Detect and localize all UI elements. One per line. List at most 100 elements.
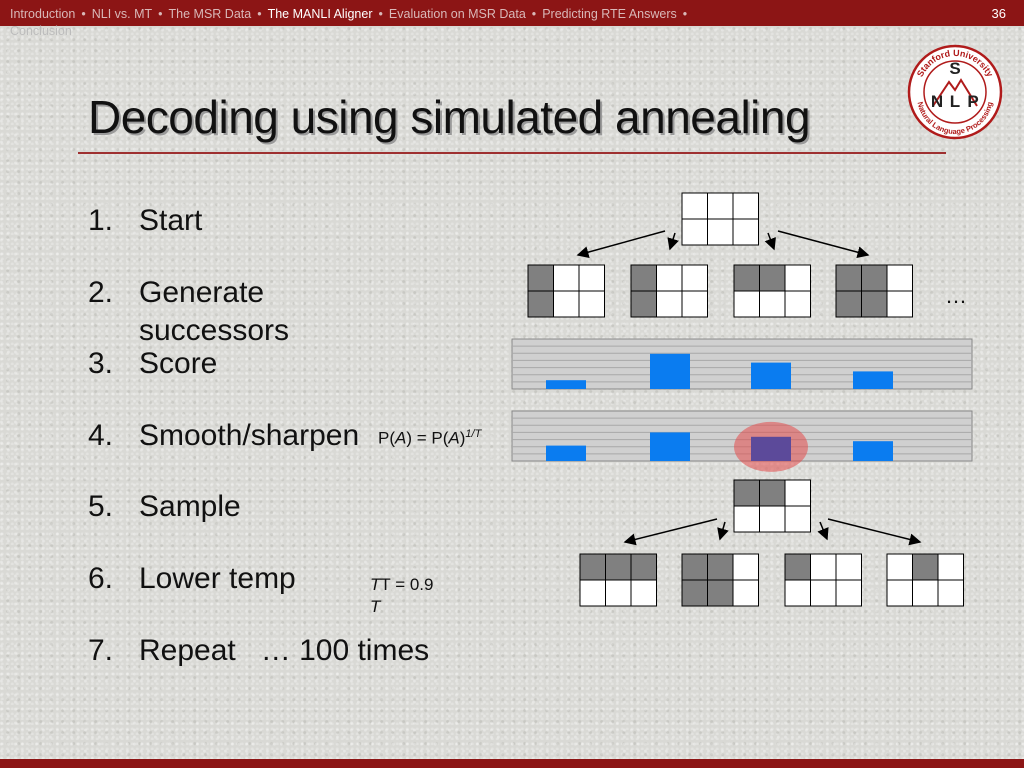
grid-cell — [527, 264, 554, 292]
arrow — [717, 521, 729, 541]
grid-cell — [630, 579, 657, 607]
grid-cell — [733, 479, 760, 507]
grid-cell — [912, 553, 939, 581]
alignment-grid — [630, 264, 708, 318]
grid-cell — [681, 264, 708, 292]
grid-cell — [784, 264, 811, 292]
grid-cell — [553, 264, 580, 292]
score-bar — [751, 362, 791, 389]
grid-cell — [835, 579, 862, 607]
grid-cell — [912, 579, 939, 607]
arrow — [667, 232, 679, 251]
grid-cell — [784, 553, 811, 581]
alignment-grid — [681, 192, 759, 246]
grid-cell — [656, 264, 683, 292]
score-bar — [853, 371, 893, 389]
nav-item-evaluation[interactable]: Evaluation on MSR Data — [388, 7, 526, 21]
grid-cell — [886, 290, 913, 318]
grid-cell — [578, 264, 605, 292]
stanford-nlp-logo: Stanford University Natural Language Pro… — [907, 44, 1003, 140]
grid-cell — [707, 218, 734, 246]
formula-suffix: ) — [459, 428, 466, 448]
grid-cell — [656, 290, 683, 318]
grid-cell — [937, 553, 964, 581]
alignment-grid — [733, 479, 811, 533]
page-number: 36 — [991, 6, 1006, 21]
more-successors-ellipsis: … — [945, 283, 967, 308]
nav-item-msr-data[interactable]: The MSR Data — [168, 7, 252, 21]
smoothed-score-panel — [511, 410, 973, 472]
temperature-update: TT = 0.9 T — [370, 575, 434, 616]
nav-item-manli-aligner[interactable]: The MANLI Aligner — [267, 7, 373, 21]
grid-cell — [605, 579, 632, 607]
grid-cell — [784, 505, 811, 533]
grid-cell — [759, 264, 786, 292]
grid-cell — [835, 553, 862, 581]
nav-separator: • — [81, 7, 86, 21]
temp-line1: T = 0.9 — [380, 575, 434, 594]
grid-cell — [784, 290, 811, 318]
grid-cell — [707, 192, 734, 220]
nav-item-predicting-rte[interactable]: Predicting RTE Answers — [542, 7, 677, 21]
step-number: 5. — [88, 490, 114, 523]
grid-cell — [630, 553, 657, 581]
logo-letter-l: L — [950, 92, 960, 111]
grid-cell — [681, 579, 708, 607]
grid-cell — [732, 553, 759, 581]
nav-item-nli-vs-mt[interactable]: NLI vs. MT — [91, 7, 153, 21]
nav-item-conclusion[interactable]: Conclusion — [10, 24, 72, 38]
grid-cell — [732, 218, 759, 246]
grid-cell — [579, 553, 606, 581]
arrow — [623, 518, 718, 546]
step-text: Lower temp — [139, 562, 296, 595]
score-bar — [546, 445, 586, 461]
grid-cell — [784, 479, 811, 507]
step-text: Score — [139, 347, 218, 380]
grid-cell — [681, 290, 708, 318]
grid-cell — [784, 579, 811, 607]
smoothing-formula: P(A) = P(A)1/T — [378, 428, 481, 449]
step-number: 3. — [88, 347, 114, 380]
alignment-grid — [733, 264, 811, 318]
score-bar — [751, 436, 791, 461]
nav-separator: • — [257, 7, 262, 21]
bottom-bar — [0, 759, 1024, 768]
step-text: Repeat … 100 times — [139, 634, 430, 667]
formula-var2: A — [448, 428, 460, 448]
score-bar — [853, 441, 893, 461]
arrow — [576, 230, 666, 258]
grid-cell — [681, 192, 708, 220]
grid-cell — [886, 579, 913, 607]
score-bar — [650, 432, 690, 461]
score-panel — [511, 338, 973, 390]
nav-item-introduction[interactable]: Introduction — [10, 7, 76, 21]
grid-cell — [527, 290, 554, 318]
score-bar — [650, 353, 690, 389]
grid-cell — [681, 553, 708, 581]
grid-cell — [681, 218, 708, 246]
grid-cell — [578, 290, 605, 318]
grid-cell — [835, 264, 862, 292]
grid-cell — [861, 290, 888, 318]
grid-cell — [861, 264, 888, 292]
grid-cell — [733, 505, 760, 533]
grid-cell — [835, 290, 862, 318]
formula-exponent: 1/T — [465, 428, 482, 440]
grid-cell — [886, 553, 913, 581]
grid-cell — [630, 290, 657, 318]
grid-cell — [579, 579, 606, 607]
arrow — [827, 518, 922, 546]
top-navigation-bar: Introduction • NLI vs. MT • The MSR Data • The… — [0, 0, 1024, 38]
step-text: Smooth/sharpen — [139, 419, 360, 452]
formula-middle: ) = P( — [406, 428, 449, 448]
step-text: Sample — [139, 490, 241, 523]
grid-cell — [886, 264, 913, 292]
nav-separator: • — [531, 7, 537, 21]
grid-cell — [707, 553, 734, 581]
step-number: 2. — [88, 276, 114, 309]
title-underline — [78, 152, 946, 154]
alignment-grid — [886, 553, 964, 607]
step-text: Generate successors — [139, 276, 290, 347]
logo-letter-n: N — [931, 92, 943, 111]
grid-cell — [759, 479, 786, 507]
